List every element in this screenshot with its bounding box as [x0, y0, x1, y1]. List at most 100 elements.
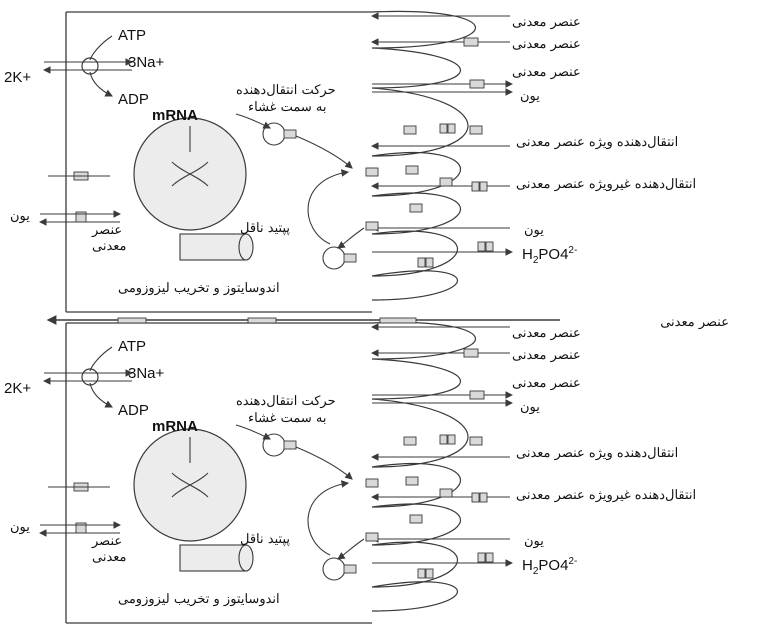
sodium-label: 3Na+	[128, 365, 165, 382]
sodium-label: 3Na+	[128, 54, 165, 71]
fold-transporter-1	[403, 436, 417, 446]
phosphate-h: H	[522, 557, 533, 574]
carrier-peptide-body	[179, 233, 247, 261]
vesicle-upper-arrow	[235, 113, 271, 129]
dual-transporter-right	[479, 492, 488, 503]
vesicle-to-membrane-label-1: حرکت انتقال‌دهنده	[236, 394, 336, 409]
ion-transporter-1	[469, 390, 485, 400]
phosphate-charge: 2-	[568, 245, 578, 256]
ion-transporter-2	[417, 568, 434, 579]
apical-membrane-folds	[371, 321, 477, 612]
divider-band-3	[379, 317, 417, 324]
phosphate-sub: 2	[532, 566, 539, 577]
atp-label: ATP	[118, 338, 147, 355]
carrier-peptide-end	[238, 544, 254, 572]
dual-transporter-left	[439, 123, 448, 134]
vesicle-lower-transporter	[343, 253, 357, 263]
dual-transporter-left	[471, 492, 480, 503]
membrane-transporter-lower	[365, 532, 379, 542]
dual-transporter-right	[485, 552, 494, 563]
mineral-left-label-1: عنصر	[92, 534, 123, 549]
ion-transporter-2	[417, 257, 434, 268]
right-ion-label-1: یون	[520, 400, 540, 415]
phosphate-transporter	[477, 241, 494, 252]
membrane-transporter-lower	[365, 221, 379, 231]
specific-transporter	[439, 123, 456, 134]
sodium-potassium-pump	[81, 368, 99, 386]
phosphate-label: H2PO42-	[522, 557, 577, 577]
dual-transporter-left	[439, 434, 448, 445]
ion-left-label: یون	[10, 520, 30, 535]
recycle-arrow	[307, 169, 350, 245]
nonspecific-transporter-label: انتقال‌دهنده غیرویژه عنصر معدنی	[516, 488, 697, 503]
fold-transporter-2	[469, 436, 483, 446]
atp-label: ATP	[118, 27, 147, 44]
carrier-peptide-label: پپتید ناقل	[240, 532, 290, 547]
ion-transporter-1	[469, 79, 485, 89]
membrane-transporter-center	[365, 167, 379, 177]
sodium-potassium-pump	[81, 57, 99, 75]
nonspecific-transporter-label: انتقال‌دهنده غیرویژه عنصر معدنی	[516, 177, 697, 192]
right-mineral-label-1: عنصر معدنی	[512, 326, 581, 341]
dual-transporter-right	[485, 241, 494, 252]
fold-transporter-4	[439, 177, 453, 187]
atp-curve	[89, 35, 113, 61]
membrane-transporter-center	[365, 478, 379, 488]
dual-transporter-left	[471, 181, 480, 192]
endocytosis-label: اندوسایتوز و تخریب لیزوزومی	[118, 281, 280, 296]
vesicle-upper-arrow	[235, 424, 271, 440]
specific-transporter	[439, 434, 456, 445]
specific-transporter-label: انتقال‌دهنده ویژه عنصر معدنی	[516, 135, 679, 150]
phosphate-charge: 2-	[568, 556, 578, 567]
right-mineral-label-2: عنصر معدنی	[512, 37, 581, 52]
right-mineral-label-3: عنصر معدنی	[512, 376, 581, 391]
mineral-transporter-1	[463, 348, 479, 358]
to-membrane-arrow	[295, 446, 353, 480]
dual-transporter-right	[425, 568, 434, 579]
mrna-label: mRNA	[152, 107, 198, 124]
fold-transporter-5	[409, 203, 423, 213]
right-ion-label-2: یون	[524, 223, 544, 238]
vesicle-upper-transporter	[283, 440, 297, 450]
dual-transporter-left	[477, 241, 486, 252]
endocytosis-arrow	[337, 227, 365, 249]
phosphate-sub: 2	[532, 255, 539, 266]
endocytosis-arrow	[337, 538, 365, 560]
endocytosis-label: اندوسایتوز و تخریب لیزوزومی	[118, 592, 280, 607]
dual-transporter-right	[425, 257, 434, 268]
phosphate-po4: PO4	[538, 246, 569, 263]
right-ion-label-1: یون	[520, 89, 540, 104]
dna-helix-icon	[171, 472, 209, 498]
carrier-peptide-end	[238, 233, 254, 261]
carrier-peptide-body	[179, 544, 247, 572]
right-mineral-label-3: عنصر معدنی	[512, 65, 581, 80]
vesicle-lower-transporter	[343, 564, 357, 574]
fold-transporter-3	[405, 476, 419, 486]
fold-transporter-3	[405, 165, 419, 175]
carrier-peptide-label: پپتید ناقل	[240, 221, 290, 236]
fold-transporter-4	[439, 488, 453, 498]
right-ion-label-2: یون	[524, 534, 544, 549]
recycle-arrow	[307, 480, 350, 556]
fold-transporter-1	[403, 125, 417, 135]
middle-mineral-label: عنصر معدنی	[660, 315, 729, 330]
potassium-label: 2K+	[4, 380, 32, 397]
dual-transporter-left	[477, 552, 486, 563]
dual-transporter-left	[417, 568, 426, 579]
vesicle-to-membrane-label-2: به سمت غشاء	[248, 100, 327, 115]
vesicle-lower	[322, 557, 346, 581]
nonspecific-transporter	[471, 492, 488, 503]
dual-transporter-right	[447, 123, 456, 134]
atp-curve	[89, 346, 113, 372]
nonspecific-transporter	[471, 181, 488, 192]
phosphate-h: H	[522, 246, 533, 263]
dual-transporter-left	[417, 257, 426, 268]
ion-left-label: یون	[10, 209, 30, 224]
potassium-label: 2K+	[4, 69, 32, 86]
specific-transporter-label: انتقال‌دهنده ویژه عنصر معدنی	[516, 446, 679, 461]
phosphate-po4: PO4	[538, 557, 569, 574]
fold-transporter-2	[469, 125, 483, 135]
right-mineral-label-1: عنصر معدنی	[512, 15, 581, 30]
